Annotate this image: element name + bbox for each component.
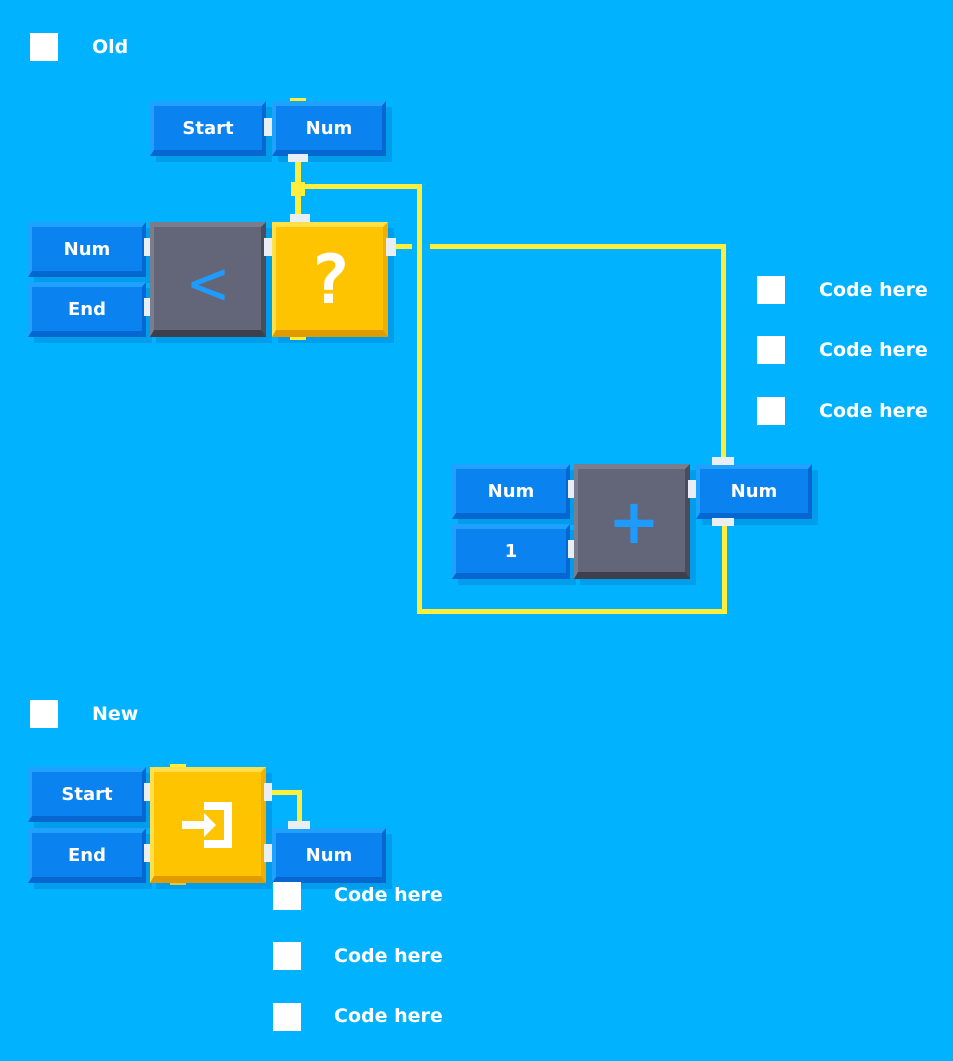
add-num-right-block[interactable]: Num xyxy=(696,464,812,519)
compare-output-port[interactable] xyxy=(264,238,272,256)
add-output-port[interactable] xyxy=(688,480,696,498)
wire-branch-top xyxy=(297,184,422,189)
new-code-label-1: Code here xyxy=(334,884,443,906)
add-num-right-bottom-port[interactable] xyxy=(712,518,734,526)
add-num-right-label: Num xyxy=(730,480,778,502)
new-wire-horizontal xyxy=(270,790,302,795)
num-left-block[interactable]: Num xyxy=(28,222,146,277)
add-one-block[interactable]: 1 xyxy=(452,524,570,579)
question-icon: ? xyxy=(309,241,351,320)
start-block-label: Start xyxy=(182,117,234,139)
loop-output-port[interactable] xyxy=(264,783,272,801)
loop-block[interactable] xyxy=(150,767,266,883)
new-start-label: Start xyxy=(61,783,113,805)
new-section-label: New xyxy=(92,703,139,725)
add-num-left-block[interactable]: Num xyxy=(452,464,570,519)
add-one-label: 1 xyxy=(504,540,518,562)
new-end-label: End xyxy=(68,844,106,866)
new-code-label-2: Code here xyxy=(334,945,443,967)
old-code-label-2: Code here xyxy=(819,339,928,361)
new-loop-bottom-stub xyxy=(170,882,186,885)
new-num-out-label: Num xyxy=(305,844,353,866)
condition-bottom-stub xyxy=(290,337,306,340)
num-left-output-port[interactable] xyxy=(144,238,152,256)
end-output-port[interactable] xyxy=(144,298,152,316)
new-start-block[interactable]: Start xyxy=(28,767,146,822)
new-checkbox[interactable] xyxy=(30,700,58,728)
wire-branch-down xyxy=(417,184,422,614)
old-code-checkbox-1[interactable] xyxy=(757,276,785,304)
num-top-output-port[interactable] xyxy=(288,154,308,162)
loop-second-port[interactable] xyxy=(264,844,272,862)
wire-condition-out xyxy=(392,244,412,249)
new-end-port[interactable] xyxy=(144,844,152,862)
old-code-label-3: Code here xyxy=(819,400,928,422)
start-block[interactable]: Start xyxy=(150,101,266,156)
add-one-port[interactable] xyxy=(568,540,576,558)
old-code-checkbox-2[interactable] xyxy=(757,336,785,364)
end-block[interactable]: End xyxy=(28,282,146,337)
new-wire-vertical xyxy=(297,790,302,822)
old-code-label-1: Code here xyxy=(819,279,928,301)
add-num-left-label: Num xyxy=(487,480,535,502)
condition-output-port[interactable] xyxy=(386,238,396,256)
wire-condition-out-2 xyxy=(430,244,726,249)
new-code-label-3: Code here xyxy=(334,1005,443,1027)
new-start-port[interactable] xyxy=(144,783,152,801)
end-block-label: End xyxy=(68,298,106,320)
new-end-block[interactable]: End xyxy=(28,828,146,883)
new-num-out-block[interactable]: Num xyxy=(272,828,386,883)
num-top-block-label: Num xyxy=(305,117,353,139)
old-checkbox[interactable] xyxy=(30,33,58,61)
start-output-port[interactable] xyxy=(264,118,272,136)
add-operator-block[interactable]: + xyxy=(574,464,690,579)
plus-icon: + xyxy=(608,485,660,558)
add-num-left-port[interactable] xyxy=(568,480,576,498)
compare-operator-block[interactable]: < xyxy=(150,222,266,337)
new-code-checkbox-2[interactable] xyxy=(273,942,301,970)
wire-add-out xyxy=(722,520,727,614)
wire-condition-out-down xyxy=(721,244,726,462)
condition-block[interactable]: ? xyxy=(272,222,388,337)
num-top-block[interactable]: Num xyxy=(272,101,386,156)
new-code-checkbox-1[interactable] xyxy=(273,882,301,910)
wire-num-top-stub xyxy=(290,98,306,101)
new-code-checkbox-3[interactable] xyxy=(273,1003,301,1031)
old-code-checkbox-3[interactable] xyxy=(757,397,785,425)
num-left-block-label: Num xyxy=(63,238,111,260)
add-num-right-top-port[interactable] xyxy=(712,457,734,465)
new-num-out-top-port[interactable] xyxy=(288,821,310,829)
less-than-icon: < xyxy=(188,247,228,321)
new-loop-top-stub xyxy=(170,764,186,767)
enter-icon xyxy=(182,802,232,848)
wire-branch-bottom xyxy=(417,609,727,614)
old-section-label: Old xyxy=(92,36,129,58)
condition-input-port[interactable] xyxy=(290,214,310,222)
